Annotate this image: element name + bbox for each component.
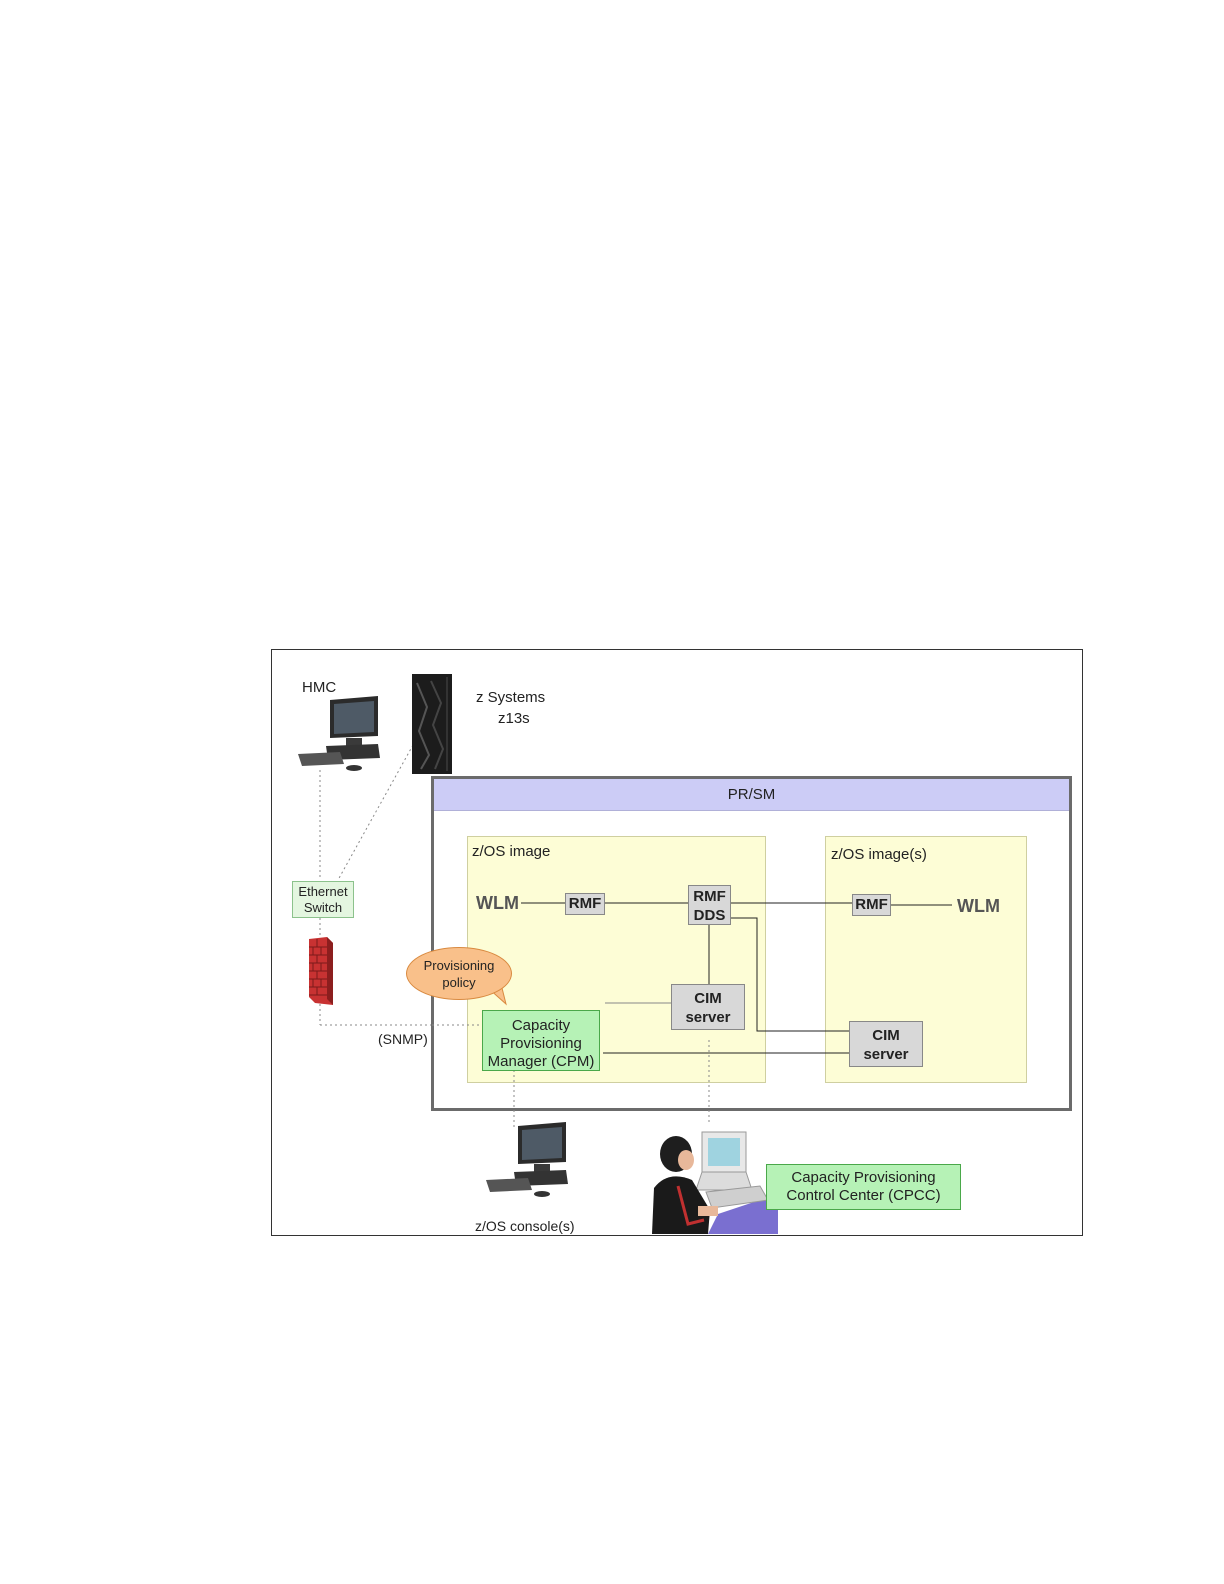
cpm-line3: Manager (CPM): [483, 1053, 599, 1071]
cpcc-user-icon: [648, 1124, 778, 1234]
rmf-dds-line1: RMF: [689, 887, 730, 906]
rmf-dds-box: RMF DDS: [688, 885, 731, 925]
cpm-line2: Provisioning: [483, 1035, 599, 1053]
wlm-right-label: WLM: [957, 896, 1000, 917]
provisioning-policy-line2: policy: [407, 974, 511, 991]
cim-server-right-box: CIM server: [849, 1021, 923, 1067]
rmf-left-box: RMF: [565, 893, 605, 915]
cpcc-box: Capacity Provisioning Control Center (CP…: [766, 1164, 961, 1210]
zos-console-computer-icon: [484, 1120, 574, 1200]
cpcc-line2: Control Center (CPCC): [767, 1187, 960, 1205]
rmf-dds-line2: DDS: [689, 906, 730, 925]
cim-server-right-line1: CIM: [850, 1026, 922, 1045]
provisioning-policy-line1: Provisioning: [407, 957, 511, 974]
cim-server-left-line2: server: [672, 1008, 744, 1027]
zos-consoles-label: z/OS console(s): [475, 1218, 575, 1234]
cim-server-right-line2: server: [850, 1045, 922, 1064]
cpcc-line1: Capacity Provisioning: [767, 1169, 960, 1187]
cpm-line1: Capacity: [483, 1017, 599, 1035]
cpm-box: Capacity Provisioning Manager (CPM): [482, 1010, 600, 1071]
cim-server-left-box: CIM server: [671, 984, 745, 1030]
rmf-right-box: RMF: [852, 894, 891, 916]
wlm-left-label: WLM: [476, 893, 519, 914]
cim-server-left-line1: CIM: [672, 989, 744, 1008]
provisioning-policy-bubble: Provisioning policy: [406, 947, 512, 1000]
